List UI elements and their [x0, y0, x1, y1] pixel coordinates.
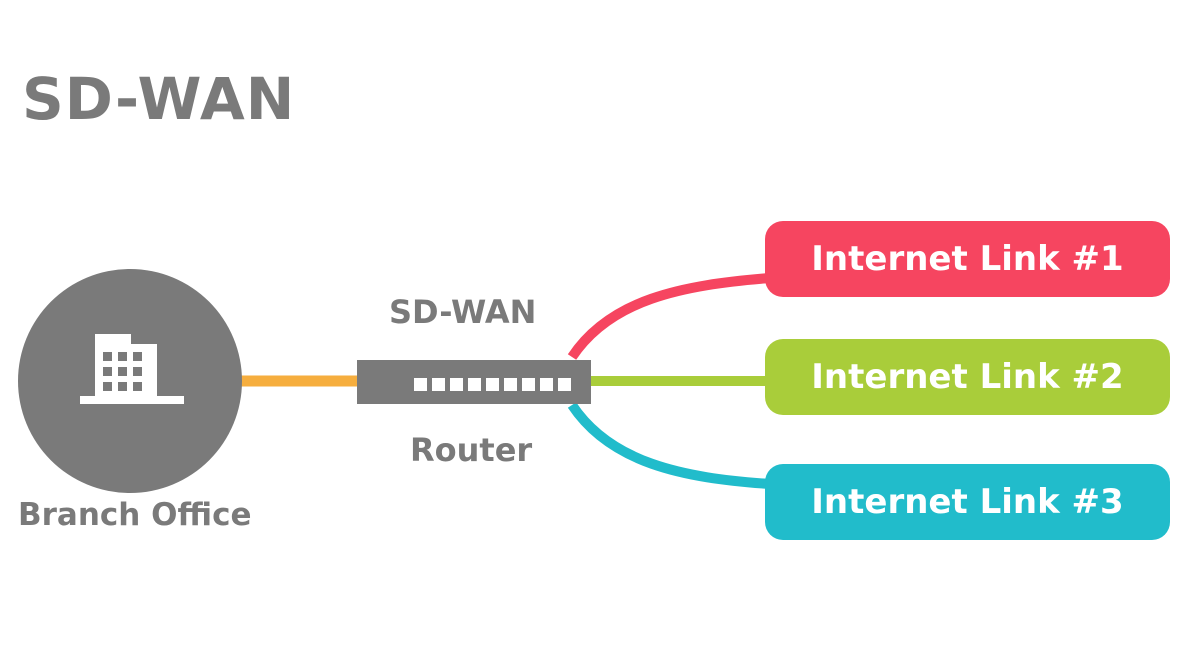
link-3-connector [567, 402, 771, 489]
router-bottom-label: Router [410, 431, 533, 469]
internet-link-2: Internet Link #2 [765, 339, 1170, 415]
internet-link-3: Internet Link #3 [765, 464, 1170, 540]
router-top-label: SD-WAN [389, 293, 537, 331]
building-icon [80, 334, 184, 404]
internet-link-1: Internet Link #1 [765, 221, 1170, 297]
page-title: SD-WAN [22, 65, 296, 133]
router-ports [414, 378, 571, 391]
link-1-connector [567, 273, 771, 360]
branch-office-label: Branch Office [18, 497, 252, 533]
